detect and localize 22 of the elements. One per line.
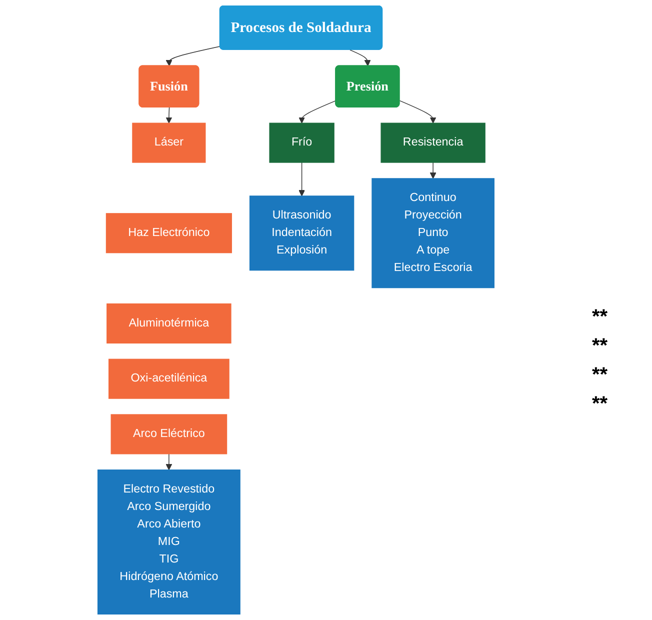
node-box: Electro Revestido Arco Sumergido Arco Abierto MIG TIG Hidrógeno Atómico Plasma: [98, 470, 240, 615]
arrow: [166, 107, 172, 124]
arrow: [350, 50, 371, 66]
arrow: [166, 454, 172, 470]
node-box: Resistencia: [380, 122, 486, 163]
note-mark: **: [592, 393, 609, 416]
node-box: Oxi-acetilénica: [108, 358, 230, 399]
arrow: [430, 162, 436, 179]
node-box: Arco Eléctrico: [110, 414, 228, 454]
node-box: Ultrasonido Indentación Explosión: [249, 196, 354, 271]
node-box: Continuo Proyección Punto A tope Electro Escoria: [372, 178, 494, 288]
arrow: [298, 100, 336, 124]
note-mark: **: [592, 364, 609, 387]
node-box: Aluminotérmica: [106, 303, 232, 344]
node-box: Láser: [132, 122, 206, 163]
note-mark: **: [592, 335, 609, 358]
arrow: [166, 46, 221, 66]
node-box: Haz Electrónico: [106, 213, 232, 254]
note-mark: **: [592, 306, 609, 329]
arrow: [298, 162, 306, 196]
node-box: Frío: [269, 122, 334, 163]
arrow: [399, 100, 436, 124]
